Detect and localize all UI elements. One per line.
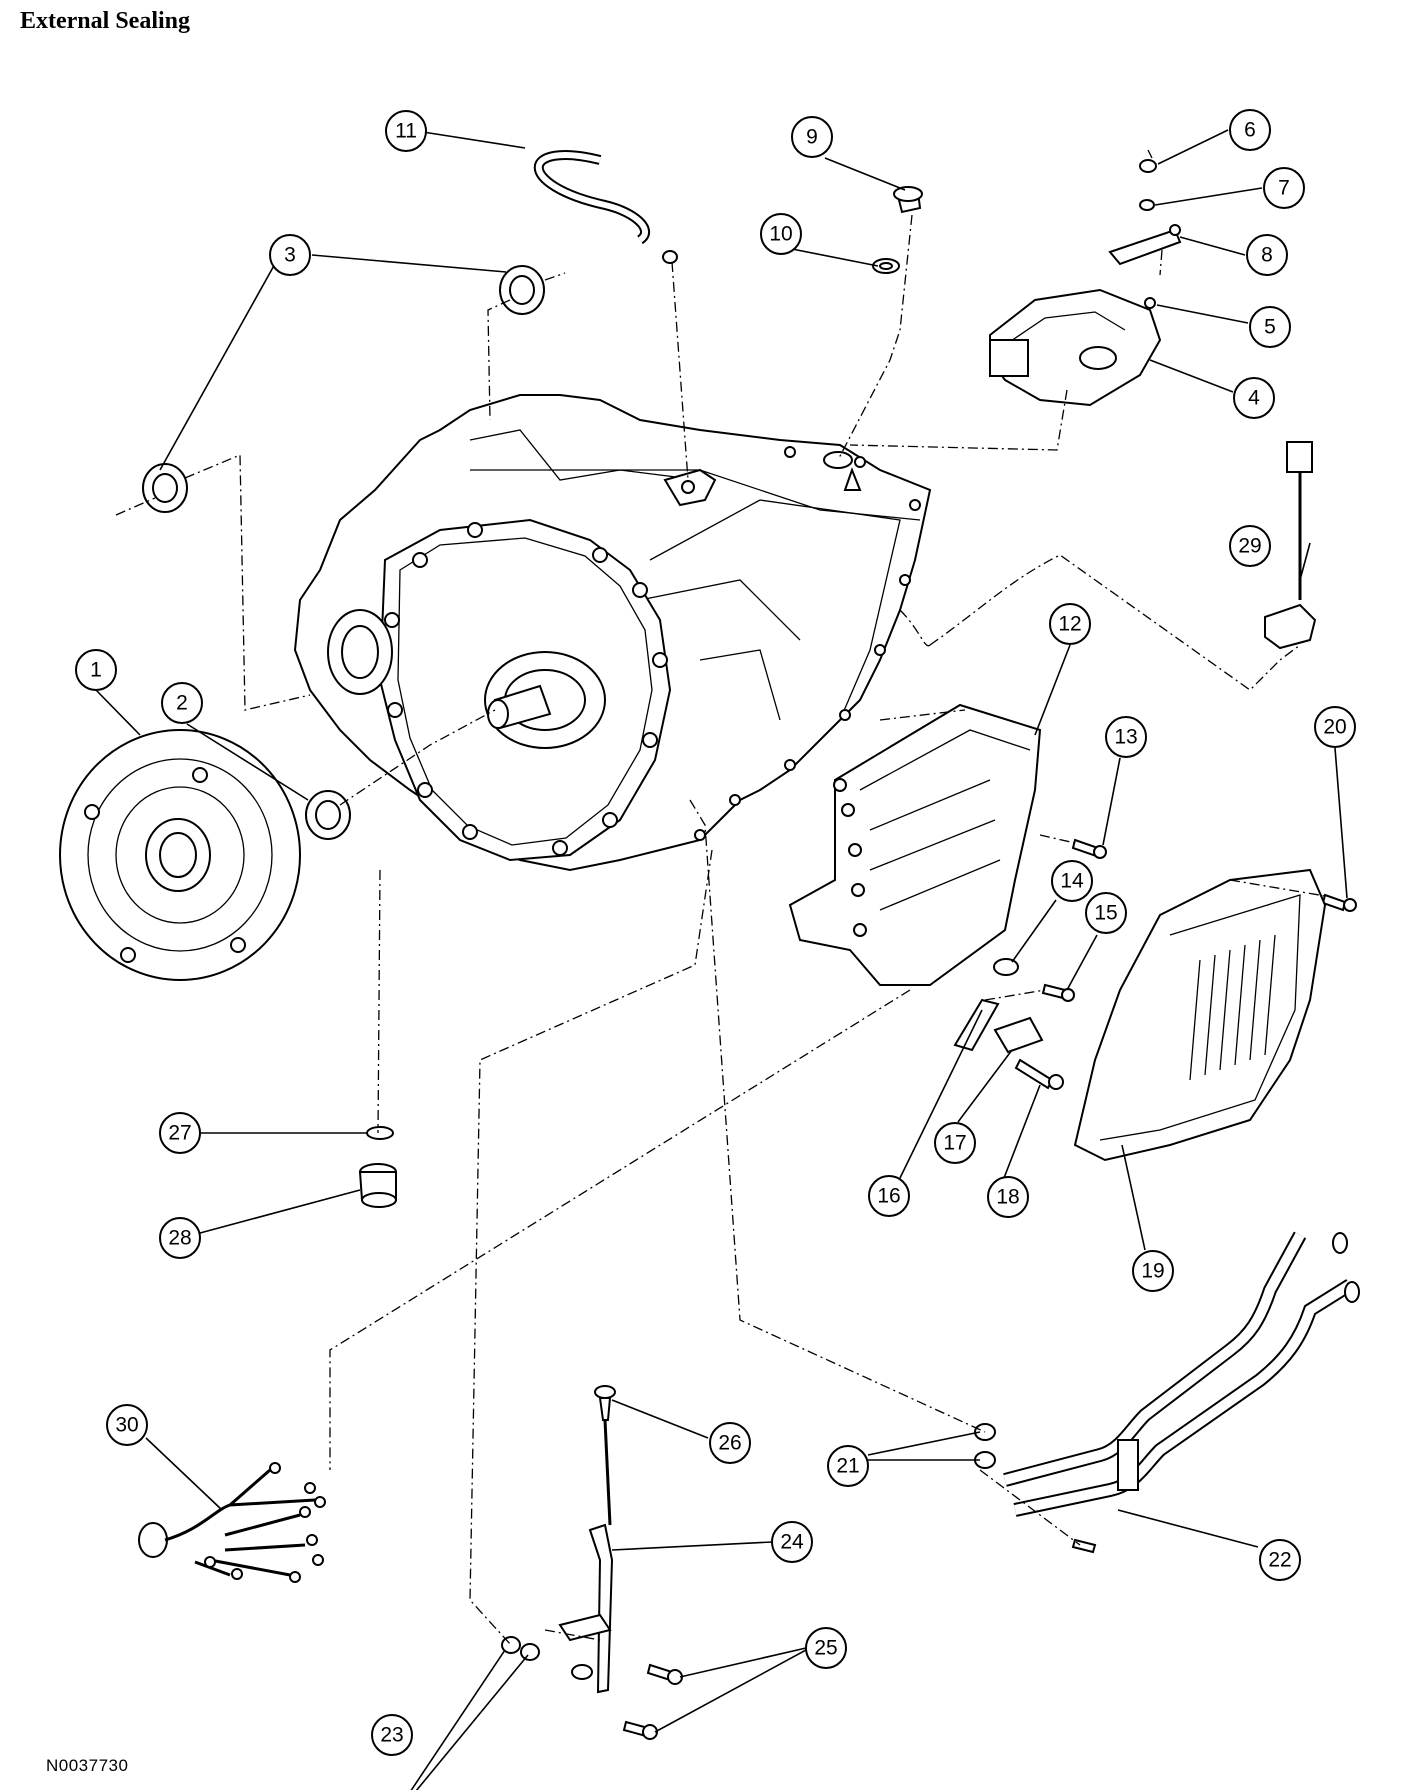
washer-7 [1139,199,1155,211]
svg-text:29: 29 [1238,535,1261,558]
valve-body [788,703,1042,986]
transmission-case [293,394,932,872]
callout-6: 6 [1229,109,1271,151]
bolt-13 [1071,838,1107,859]
callout-15: 15 [1085,892,1127,934]
svg-text:14: 14 [1060,870,1084,893]
bolt-15 [1041,983,1075,1002]
callout-16: 16 [868,1175,910,1217]
svg-text:22: 22 [1268,1549,1291,1572]
callout-12: 12 [1049,603,1091,645]
svg-text:16: 16 [877,1185,900,1208]
figure-id: N0037730 [46,1756,129,1775]
side-cover [1073,868,1327,1162]
svg-text:1: 1 [90,659,102,682]
assembly-lines [115,149,1326,1646]
plug-28 [358,1163,397,1208]
svg-text:9: 9 [806,126,818,149]
svg-text:25: 25 [814,1637,837,1660]
washer-10 [872,258,900,274]
callout-25: 25 [805,1627,847,1669]
svg-text:30: 30 [115,1414,138,1437]
callout-24: 24 [771,1521,813,1563]
svg-text:23: 23 [380,1724,403,1747]
vent-hose [534,150,678,264]
callout-14: 14 [1051,860,1093,902]
callout-13: 13 [1105,716,1147,758]
callout-9: 9 [791,116,833,158]
callout-2: 2 [161,682,203,724]
cooler-tubes [974,1231,1360,1554]
fill-plug-9 [893,186,923,214]
callout-4: 4 [1233,377,1275,419]
callout-27: 27 [159,1112,201,1154]
svg-text:21: 21 [836,1455,859,1478]
svg-text:17: 17 [943,1132,966,1155]
clip-14 [993,958,1019,976]
bolt-20 [1321,893,1357,912]
svg-text:7: 7 [1278,177,1290,200]
callout-3: 3 [269,234,311,276]
o-rings-23 [501,1636,540,1661]
callout-30: 30 [106,1404,148,1446]
callout-23: 23 [371,1714,413,1756]
dipstick-tube [558,1523,614,1694]
gasket-16 [953,998,1000,1052]
callout-11: 11 [385,110,427,152]
wiring-harness [138,1462,326,1583]
callout-21: 21 [827,1445,869,1487]
callout-7: 7 [1263,167,1305,209]
leader-lines [95,129,1348,1790]
seal-3-top [499,265,545,315]
dipstick [594,1385,616,1526]
seal-3-left [142,463,188,513]
speed-sensor [1264,441,1317,650]
svg-text:28: 28 [168,1227,191,1250]
range-sensor [989,288,1162,407]
lever-8 [1108,224,1182,266]
svg-text:10: 10 [769,223,792,246]
nut-6 [1139,159,1157,173]
svg-text:11: 11 [395,120,417,143]
svg-text:19: 19 [1141,1260,1164,1283]
o-ring-27 [366,1126,394,1140]
callout-29: 29 [1229,525,1271,567]
callout-5: 5 [1249,306,1291,348]
svg-text:4: 4 [1248,387,1260,410]
svg-text:5: 5 [1264,316,1276,339]
bolt-18 [1014,1058,1064,1090]
svg-text:2: 2 [176,692,188,715]
svg-text:24: 24 [780,1531,804,1554]
callout-10: 10 [760,213,802,255]
callout-18: 18 [987,1176,1029,1218]
callout-1: 1 [75,649,117,691]
callout-26: 26 [709,1422,751,1464]
svg-text:20: 20 [1323,716,1346,739]
svg-text:18: 18 [996,1186,1019,1209]
callout-8: 8 [1246,234,1288,276]
bolt-5 [1144,297,1156,309]
svg-text:27: 27 [168,1122,191,1145]
torque-converter [59,729,301,981]
callout-22: 22 [1259,1539,1301,1581]
bolts-25 [622,1663,683,1740]
svg-text:6: 6 [1244,119,1256,142]
svg-text:8: 8 [1261,244,1273,267]
svg-text:15: 15 [1094,902,1117,925]
svg-text:13: 13 [1114,726,1137,749]
page-title: External Sealing [20,8,191,34]
svg-text:12: 12 [1058,613,1081,636]
svg-text:26: 26 [718,1432,741,1455]
svg-text:3: 3 [284,244,296,267]
callout-20: 20 [1314,706,1356,748]
axle-seal-2 [305,790,351,840]
callout-28: 28 [159,1217,201,1259]
sensor-17 [993,1016,1044,1054]
callout-17: 17 [934,1122,976,1164]
callout-19: 19 [1132,1250,1174,1292]
